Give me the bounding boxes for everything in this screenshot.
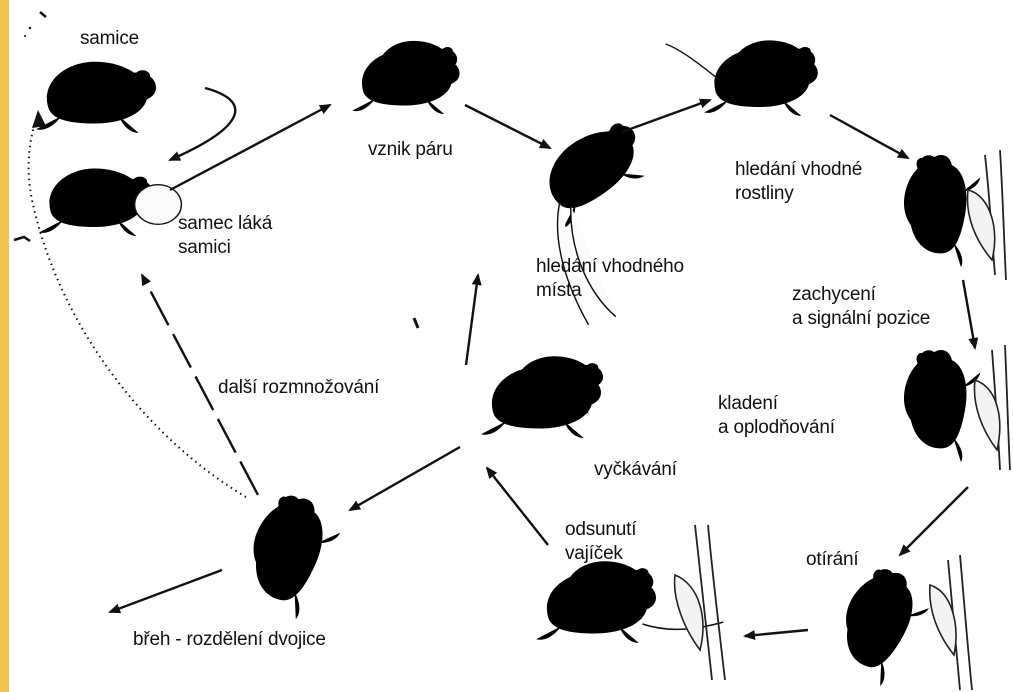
- frog-rubbing-icon: [821, 559, 936, 688]
- plant-stem-icon: [967, 150, 1006, 280]
- speck-marks: [14, 12, 418, 328]
- frog-male-calling-icon: [39, 169, 181, 237]
- label-vyckavani: vyčkávání: [594, 458, 677, 482]
- label-breh-rozdeleni-dvojice: břeh - rozdělení dvojice: [133, 628, 326, 652]
- label-zachyceni: zachycení a signální pozice: [792, 283, 930, 331]
- frog-pair-icon: [352, 41, 459, 114]
- label-hledani-vhodneho-mista: hledání vhodného místa: [536, 255, 684, 303]
- label-samice: samice: [80, 27, 139, 51]
- label-dalsi-rozmnozovani: další rozmnožování: [218, 376, 379, 400]
- label-samec-laka-samici: samec láká samici: [178, 212, 272, 260]
- label-hledani-vhodne-rostliny: hledání vhodné rostliny: [735, 158, 862, 206]
- frog-waiting-icon: [481, 356, 603, 438]
- frog-pair-spawning-icon: [894, 345, 983, 463]
- frog-pair-searching-icon: [666, 40, 818, 116]
- label-kladeni: kladení a oplodňování: [718, 392, 835, 440]
- label-vznik-paru: vznik páru: [368, 138, 453, 162]
- frog-separating-icon: [231, 486, 348, 621]
- label-odsunuti-vajicek: odsunutí vajíček: [565, 518, 636, 566]
- plant-stem-icon: [675, 525, 725, 680]
- plant-stem-icon: [974, 345, 1010, 470]
- label-otirani: otírání: [806, 548, 858, 572]
- plant-stem-icon: [930, 555, 972, 690]
- frog-female-icon: [36, 62, 156, 133]
